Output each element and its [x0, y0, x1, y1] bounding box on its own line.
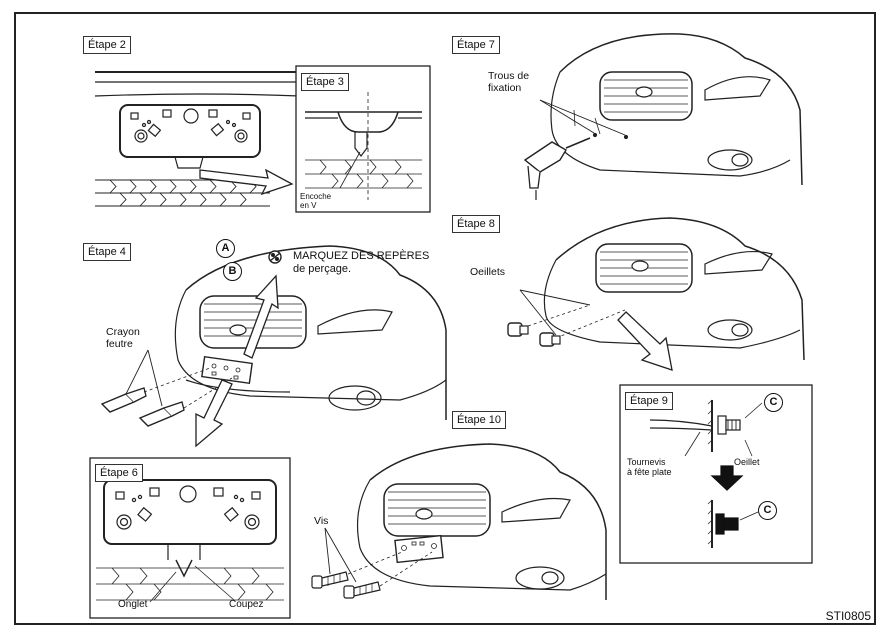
step2-label: Étape 2	[83, 36, 131, 54]
crayon-label-line1: Crayon	[106, 326, 140, 338]
step3-illustration	[305, 92, 422, 200]
trous-label-line1: Trous de	[488, 70, 530, 82]
step7-car	[523, 33, 803, 200]
trous-label-line2: fixation	[488, 82, 522, 94]
crayon-label-line2: feutre	[106, 338, 133, 350]
step8-label: Étape 8	[452, 215, 500, 233]
diagram-frame	[14, 12, 876, 625]
callout-c-top: C	[764, 393, 783, 412]
step6-illustration	[96, 479, 284, 603]
tournevis-label-line1: Tournevis	[627, 457, 666, 467]
oeillet-label: Oeillet	[734, 457, 760, 467]
step4-label: Étape 4	[83, 243, 131, 261]
encoche-label-line1: Encoche	[300, 192, 332, 201]
marquez-label-line1: MARQUEZ DES REPÈRES	[293, 250, 430, 262]
coupez-label: Coupez	[229, 599, 264, 610]
tournevis-label-line2: à fête plate	[627, 467, 672, 477]
onglet-label: Onglet	[118, 599, 148, 610]
callout-c-bottom: C	[758, 501, 777, 520]
step3-label: Étape 3	[301, 73, 349, 91]
oeillets-label: Oeillets	[470, 266, 506, 278]
step2-illustration	[94, 71, 301, 207]
step10-car	[311, 443, 607, 600]
callout-b: B	[223, 262, 242, 281]
step8-car	[507, 217, 805, 371]
encoche-label-line2: en V	[300, 201, 317, 210]
step4-car	[100, 245, 447, 448]
vis-label: Vis	[314, 515, 329, 527]
step9-illustration	[649, 399, 763, 548]
step6-label: Étape 6	[95, 464, 143, 482]
step7-label: Étape 7	[452, 36, 500, 54]
step10-label: Étape 10	[452, 411, 507, 429]
marking-symbols	[268, 250, 282, 264]
figure-code: STI0805	[825, 609, 871, 623]
step9-label: Étape 9	[625, 392, 673, 410]
callout-a: A	[216, 239, 235, 258]
marquez-label-line2: de perçage.	[293, 263, 352, 275]
